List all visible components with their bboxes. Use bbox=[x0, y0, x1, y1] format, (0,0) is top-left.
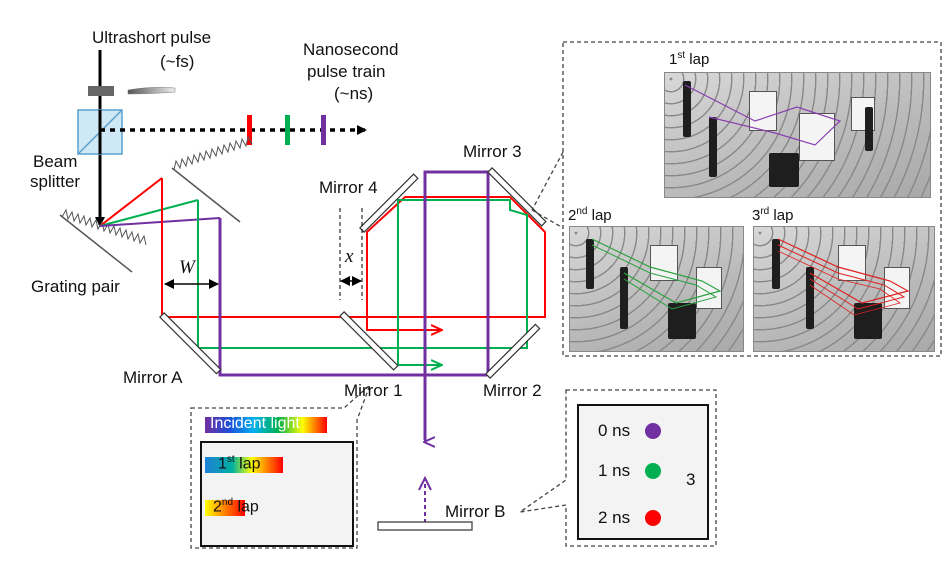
mirror-a-label: Mirror A bbox=[123, 368, 183, 387]
mirror-4-label: Mirror 4 bbox=[319, 178, 378, 197]
pulse-green bbox=[285, 115, 290, 145]
timing-row-1-dot bbox=[645, 463, 661, 479]
fs-label: (~fs) bbox=[160, 52, 195, 71]
fs-pulse-block bbox=[88, 86, 114, 96]
green-beam-path bbox=[197, 199, 528, 366]
timing-box bbox=[577, 404, 709, 540]
x-label: x bbox=[345, 246, 354, 267]
photo-lap2 bbox=[569, 226, 744, 352]
grating-pair-label: Grating pair bbox=[31, 277, 120, 296]
timing-frame bbox=[519, 389, 717, 547]
photo-panel-frame bbox=[562, 41, 942, 357]
mirror-3-label: Mirror 3 bbox=[463, 142, 522, 161]
incident-light-label: Incident light bbox=[210, 415, 300, 432]
timing-row-2-dot bbox=[645, 510, 661, 526]
mirror-2 bbox=[485, 323, 541, 379]
ultrashort-pulse-label: Ultrashort pulse bbox=[92, 28, 212, 47]
photo-lap3-title: 3rd lap bbox=[752, 206, 794, 224]
ns-train-label-1: Nanosecond bbox=[303, 40, 399, 59]
fs-pulse-shape bbox=[127, 87, 176, 95]
timing-row-2-label: 2 ns bbox=[598, 508, 631, 527]
beam-splitter-label-2: splitter bbox=[30, 172, 81, 191]
mirror-b bbox=[377, 521, 473, 531]
timing-row-1-label: 1 ns bbox=[598, 461, 631, 480]
photo-lap3 bbox=[753, 226, 935, 352]
incident-light-swatch bbox=[205, 417, 327, 433]
ns-train-label-2: pulse train bbox=[307, 62, 386, 81]
lap1-swatch bbox=[205, 457, 283, 473]
mirror-3 bbox=[487, 167, 547, 227]
legend-lap2-label: 2nd lap bbox=[213, 497, 259, 516]
ns-train-label-3: (~ns) bbox=[334, 84, 374, 103]
beam-splitter-label-1: Beam bbox=[33, 152, 78, 171]
photo-lap1 bbox=[664, 72, 931, 198]
grating-2 bbox=[171, 135, 253, 223]
legend-frame bbox=[190, 384, 371, 549]
photo-lap2-title: 2nd lap bbox=[568, 206, 612, 224]
ray-green-g1 bbox=[99, 199, 199, 227]
red-beam-path bbox=[161, 178, 546, 331]
beam-splitter bbox=[77, 109, 123, 155]
photo-callout-line-2 bbox=[531, 209, 564, 229]
w-label: W bbox=[179, 257, 195, 278]
mirror-1 bbox=[339, 311, 399, 371]
grating-1 bbox=[59, 208, 147, 273]
ray-red-g1 bbox=[99, 177, 163, 227]
timing-row-0-label: 0 ns bbox=[598, 421, 631, 440]
pulse-red bbox=[247, 115, 252, 145]
mirror-a bbox=[159, 312, 222, 375]
timing-bracket-label: 3 bbox=[686, 470, 696, 489]
mirror-2-label: Mirror 2 bbox=[483, 381, 542, 400]
mirror-1-label: Mirror 1 bbox=[344, 381, 403, 400]
photo-lap1-title: 1st lap bbox=[669, 50, 710, 68]
pulse-purple bbox=[321, 115, 326, 145]
photo-callout-line-1 bbox=[531, 151, 564, 211]
ray-purple-g1 bbox=[99, 217, 221, 227]
purple-return-arrowhead bbox=[418, 475, 432, 491]
legend-lap1-label: 1st lap bbox=[218, 454, 261, 473]
mirror-b-label: Mirror B bbox=[445, 502, 506, 521]
purple-beam-path bbox=[218, 170, 490, 440]
lap2-swatch bbox=[205, 500, 245, 516]
timing-row-0-dot bbox=[645, 423, 661, 439]
